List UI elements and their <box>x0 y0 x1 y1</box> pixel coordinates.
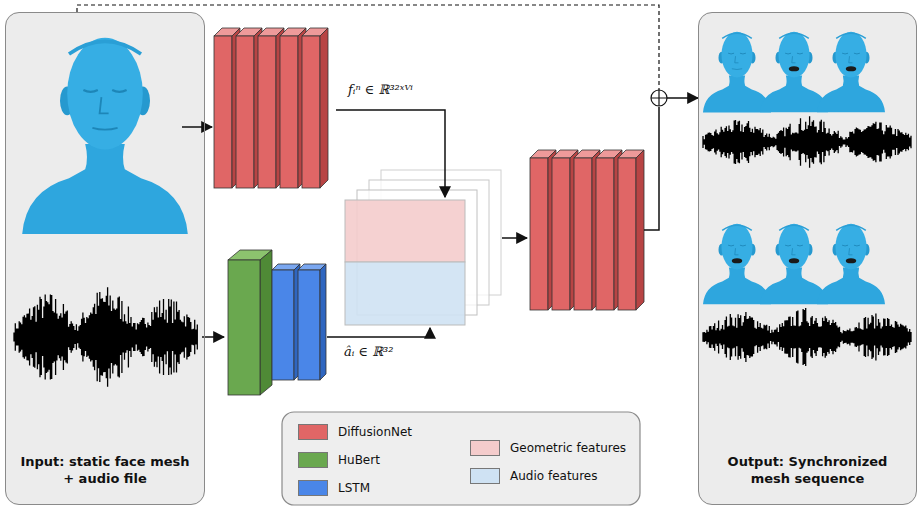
output-mesh <box>817 32 885 113</box>
legend-swatch <box>470 468 500 484</box>
output-mesh <box>760 224 828 305</box>
hubert-block <box>228 250 272 395</box>
legend-swatch <box>298 424 328 440</box>
panel-box: Output: Synchronized mesh sequence <box>698 12 917 505</box>
audio-waveform <box>14 287 197 387</box>
legend-box <box>282 412 640 505</box>
legend-text: Audio features <box>510 469 598 483</box>
flow-arrows <box>182 107 659 337</box>
legend-text: DiffusionNet <box>338 425 412 439</box>
legend-swatch <box>470 440 500 456</box>
feature-concat <box>345 170 501 325</box>
panel-box: Input: static face mesh + audio file <box>5 12 205 505</box>
output-mesh <box>760 32 828 113</box>
output-mesh <box>703 224 771 305</box>
input-mesh <box>22 38 188 234</box>
tensor-label: fᵢⁿ ∈ ℝ³²ˣⱽⁱ <box>346 82 415 97</box>
panel-caption: Output: Synchronized mesh sequence <box>699 454 916 504</box>
legend-text: Geometric features <box>510 441 626 455</box>
legend-text: HuBert <box>338 453 380 467</box>
sum-symbol <box>651 90 667 106</box>
output-panel-bg <box>698 12 917 505</box>
skip-connection <box>77 5 698 98</box>
diffusionnet-decoder <box>530 150 644 310</box>
output-mesh <box>703 32 771 113</box>
tensor-label: âᵢ ∈ ℝ³² <box>342 344 395 359</box>
diffusionnet-encoder <box>214 28 328 188</box>
output-mesh <box>817 224 885 305</box>
legend-swatch <box>298 480 328 496</box>
legend-swatch <box>298 452 328 468</box>
audio-waveform <box>703 308 911 366</box>
input-panel-bg <box>5 12 205 505</box>
panel-caption: Input: static face mesh + audio file <box>6 454 204 504</box>
audio-waveform <box>703 116 911 168</box>
legend-text: LSTM <box>338 481 370 495</box>
lstm-block <box>272 264 326 380</box>
